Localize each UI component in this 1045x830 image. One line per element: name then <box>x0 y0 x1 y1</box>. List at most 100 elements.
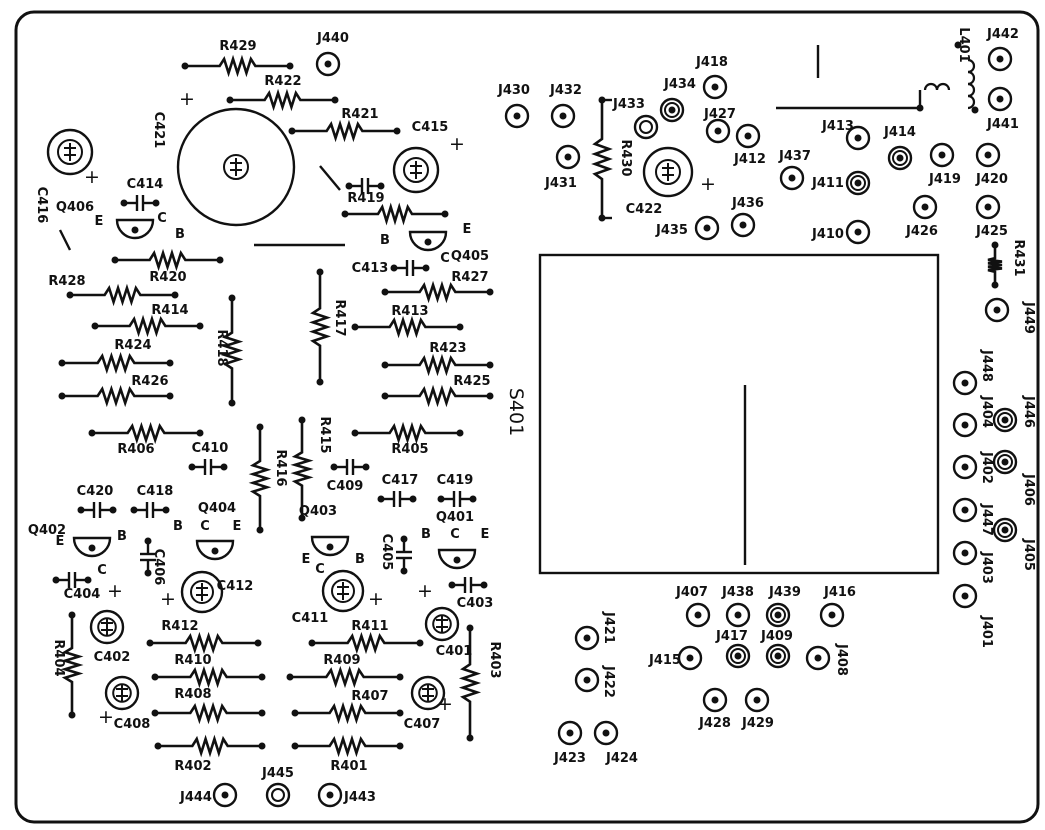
capacitor-label: C414 <box>127 177 164 192</box>
resistor-r426: R426 <box>58 374 174 408</box>
jack-label: J417 <box>715 629 748 644</box>
solder-pad <box>341 210 349 218</box>
jack-label: J404 <box>979 395 994 428</box>
resistor-label: R430 <box>618 139 633 176</box>
resistor-body <box>355 315 460 339</box>
transistor-pin-label: E <box>95 214 104 229</box>
resistor-body <box>62 351 170 375</box>
resistor-r412: R412 <box>146 619 262 655</box>
capacitor-label: C406 <box>151 549 166 586</box>
capacitor-label: C409 <box>327 479 364 494</box>
solder-pad <box>316 378 324 386</box>
polarity-plus: + <box>98 706 114 728</box>
solder-pad <box>486 392 494 400</box>
jack-j430: J430 <box>497 83 530 129</box>
capacitor-c415: C415 <box>345 120 448 194</box>
solder-pad <box>256 526 264 534</box>
resistor-r406: R406 <box>88 421 204 457</box>
resistors-layer: R429R422R421R419R420R428R414R424R426R406… <box>48 39 1026 774</box>
transistor-label: Q402 <box>28 523 66 538</box>
resistor-r424: R424 <box>58 338 174 375</box>
resistor-r404: R404 <box>51 611 84 719</box>
jack-j436: J436 <box>730 196 764 238</box>
jack-label: J432 <box>549 83 582 98</box>
transistor-pin-label: E <box>302 552 311 567</box>
jack-j412: J412 <box>733 123 766 167</box>
jack-j419: J419 <box>928 142 961 187</box>
jack-j402: J402 <box>952 451 994 484</box>
resistor-body <box>385 280 490 304</box>
solder-pad <box>258 673 266 681</box>
capacitor-c419: C419 <box>437 473 477 507</box>
jack-j410: J410 <box>811 219 871 245</box>
solder-pad <box>256 423 264 431</box>
resistor-r427: R427 <box>381 270 494 304</box>
resistor-label: R406 <box>117 442 154 457</box>
electrolytic-label: C411 <box>292 611 329 626</box>
resistor-body <box>591 100 613 218</box>
transistor-label: Q404 <box>198 501 236 516</box>
solder-pad <box>166 392 174 400</box>
jack-j407: J407 <box>675 585 711 628</box>
inductor-l401: L401 <box>916 27 979 114</box>
solder-pad <box>416 639 424 647</box>
jack-label: J425 <box>975 224 1008 239</box>
capacitor-c404: C404 <box>52 572 101 602</box>
solder-pad <box>196 429 204 437</box>
jack-j420: J420 <box>975 142 1008 187</box>
solder-pad <box>171 291 179 299</box>
jack-j444: J444 <box>179 782 238 808</box>
polarity-plus: + <box>417 580 433 602</box>
jack-label: J439 <box>768 585 801 600</box>
resistor-body <box>295 734 400 758</box>
jack-label: J433 <box>612 97 645 112</box>
resistor-r428: R428 <box>48 274 179 307</box>
resistor-body <box>345 202 445 226</box>
electrolytic-label: C421 <box>151 112 166 149</box>
capacitor-c414: C414 <box>120 177 164 211</box>
resistor-body <box>115 248 220 272</box>
jack-j445: J445 <box>261 766 294 808</box>
transistor-pin-label: E <box>56 534 65 549</box>
electrolytic-label: C416 <box>34 187 49 224</box>
solder-pad <box>254 639 262 647</box>
jack-label: J447 <box>979 503 994 536</box>
jack-j424: J424 <box>593 720 638 766</box>
resistor-r407: R407 <box>291 689 404 725</box>
electrolytic-label: C422 <box>626 202 663 217</box>
transistor-label: Q401 <box>436 510 474 525</box>
board-label: S401 <box>505 388 527 436</box>
capacitor-c403: C403 <box>448 577 493 611</box>
electrolytic-c407: +C407 <box>404 675 453 732</box>
transistor-pin-label: C <box>450 527 460 542</box>
resistor-r408: R408 <box>151 687 266 725</box>
capacitor-label: C404 <box>64 587 101 602</box>
electrolytic-c416: +C416 <box>34 128 100 224</box>
transistor-label: Q406 <box>56 200 94 215</box>
jack-label: J431 <box>544 176 577 191</box>
solder-pad <box>466 734 474 742</box>
transistor-label: Q405 <box>451 249 489 264</box>
resistor-label: R419 <box>347 191 384 206</box>
capacitor-c406: C406 <box>140 537 166 586</box>
jack-label: J446 <box>1021 395 1036 428</box>
electrolytic-label: C412 <box>217 579 254 594</box>
capacitor-c405: C405 <box>379 534 412 575</box>
solder-pad <box>88 429 96 437</box>
jack-j446: J446 <box>992 395 1036 433</box>
resistor-label: R422 <box>264 74 301 89</box>
transistor-pin-label: B <box>421 527 431 542</box>
resistor-r411: R411 <box>308 619 424 655</box>
solder-pad <box>456 323 464 331</box>
jack-label: J430 <box>497 83 530 98</box>
resistor-label: R412 <box>161 619 198 634</box>
jack-j404: J404 <box>952 395 994 438</box>
transistor-pin-label: B <box>355 552 365 567</box>
resistor-body <box>95 314 200 338</box>
solder-pad <box>228 399 236 407</box>
resistor-r418: R418 <box>214 294 244 407</box>
jack-j416: J416 <box>819 585 856 628</box>
